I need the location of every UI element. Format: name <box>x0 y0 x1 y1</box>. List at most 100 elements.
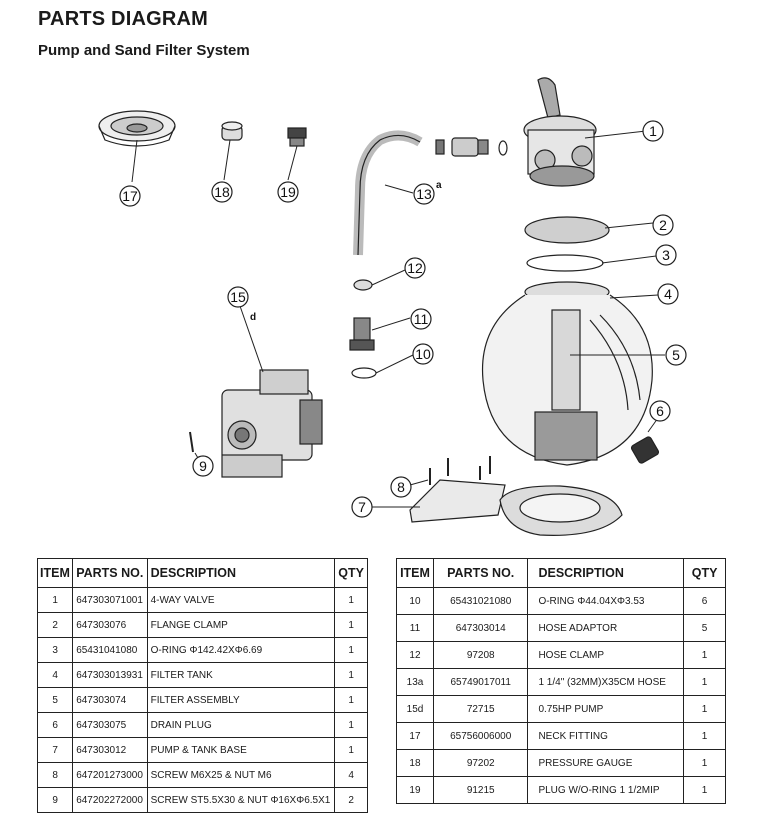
row-parts-no: 647303013931 <box>72 662 148 688</box>
row-qty: 1 <box>683 641 726 669</box>
callout-18: 18 <box>214 184 230 200</box>
row-parts-no: 647202272000 <box>72 787 148 813</box>
row-qty: 1 <box>683 776 726 804</box>
pressure-gauge-drawing <box>221 121 243 141</box>
neck-fitting-drawing <box>98 110 176 147</box>
screw-drawing <box>189 431 194 453</box>
row-parts-no: 647303076 <box>72 612 148 638</box>
row-description: HOSE CLAMP <box>527 641 685 669</box>
callout-11: 11 <box>414 311 429 327</box>
row-item: 6 <box>36 712 74 738</box>
row-item: 13a <box>396 668 434 696</box>
hose-drawing <box>353 130 423 256</box>
row-description: FLANGE CLAMP <box>146 612 336 638</box>
row-parts-no: 91215 <box>432 776 529 804</box>
callout-8: 8 <box>397 479 405 495</box>
row-parts-no: 647303012 <box>72 737 148 763</box>
col-header-parts-no: PARTS NO. <box>72 558 148 588</box>
row-parts-no: 65756006000 <box>432 722 529 750</box>
flange-clamp-drawing <box>524 216 610 244</box>
col-header-description: DESCRIPTION <box>527 558 685 588</box>
col-header-item: ITEM <box>396 558 434 588</box>
o-ring-drawing <box>526 254 604 272</box>
row-description: DRAIN PLUG <box>146 712 336 738</box>
page-title: PARTS DIAGRAM <box>38 8 209 30</box>
row-item: 8 <box>36 762 74 788</box>
row-qty: 2 <box>334 787 368 813</box>
row-item: 3 <box>36 637 74 663</box>
row-description: PLUG W/O-RING 1 1/2MIP <box>527 776 685 804</box>
callout-13-suffix: a <box>436 180 442 191</box>
filter-tank-drawing <box>481 281 653 466</box>
row-description: PRESSURE GAUGE <box>527 749 685 777</box>
row-qty: 1 <box>334 662 368 688</box>
row-description: 1 1/4" (32MM)X35CM HOSE <box>527 668 685 696</box>
row-description: SCREW M6X25 & NUT M6 <box>146 762 336 788</box>
row-item: 2 <box>36 612 74 638</box>
callout-15: 15 <box>230 289 246 305</box>
row-item: 19 <box>396 776 434 804</box>
row-qty: 1 <box>334 687 368 713</box>
row-item: 10 <box>396 587 434 615</box>
callout-1: 1 <box>649 123 657 139</box>
row-item: 18 <box>396 749 434 777</box>
callout-19: 19 <box>280 184 296 200</box>
table-header-row: ITEM PARTS NO. DESCRIPTION QTY <box>36 558 368 588</box>
row-parts-no: 65431041080 <box>72 637 148 663</box>
row-description: O-RING Φ142.42XΦ6.69 <box>146 637 336 663</box>
hose-adaptor-drawing <box>349 317 375 351</box>
row-qty: 1 <box>334 637 368 663</box>
callout-2: 2 <box>659 217 667 233</box>
row-parts-no: 65431021080 <box>432 587 529 615</box>
parts-diagram: 1 2 3 4 5 6 7 8 9 10 11 12 13 15 17 18 1… <box>98 77 687 536</box>
row-description: FILTER TANK <box>146 662 336 688</box>
callout-12: 12 <box>407 260 423 276</box>
row-item: 7 <box>36 737 74 763</box>
plug-drawing <box>287 127 307 147</box>
row-item: 5 <box>36 687 74 713</box>
row-description: FILTER ASSEMBLY <box>146 687 336 713</box>
row-qty: 1 <box>683 668 726 696</box>
callout-5: 5 <box>672 347 680 363</box>
col-header-item: ITEM <box>36 558 74 588</box>
row-description: O-RING Φ44.04XΦ3.53 <box>527 587 685 615</box>
row-parts-no: 65749017011 <box>432 668 529 696</box>
col-header-description: DESCRIPTION <box>146 558 336 588</box>
row-parts-no: 97202 <box>432 749 529 777</box>
callout-10: 10 <box>415 346 431 362</box>
row-qty: 1 <box>683 722 726 750</box>
row-description: PUMP & TANK BASE <box>146 737 336 763</box>
row-qty: 1 <box>334 737 368 763</box>
callout-13: 13 <box>416 186 432 202</box>
row-parts-no: 647303075 <box>72 712 148 738</box>
callout-7: 7 <box>358 499 366 515</box>
callout-9: 9 <box>199 458 207 474</box>
base-screws-drawing <box>429 456 491 485</box>
drain-plug-drawing <box>630 436 660 464</box>
col-header-qty: QTY <box>334 558 368 588</box>
row-parts-no: 647201273000 <box>72 762 148 788</box>
row-qty: 1 <box>334 587 368 613</box>
row-item: 1 <box>36 587 74 613</box>
row-qty: 4 <box>334 762 368 788</box>
row-item: 15d <box>396 695 434 723</box>
callout-15-suffix: d <box>250 312 256 323</box>
pump-tank-base-drawing <box>409 479 623 536</box>
row-qty: 6 <box>683 587 726 615</box>
